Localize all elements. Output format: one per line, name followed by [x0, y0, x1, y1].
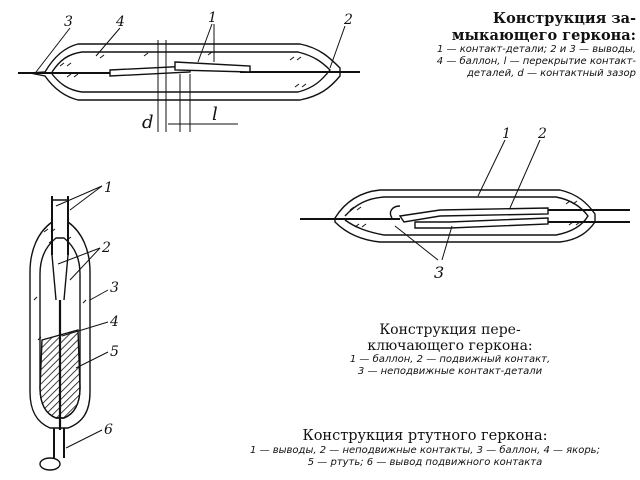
figure-1-labels: 1 2 3 4 d l [64, 10, 353, 133]
figure-2-labels: 1 2 3 [434, 126, 547, 282]
fig3-label-5: 5 [110, 344, 119, 360]
fig3-fixed-contacts [51, 254, 69, 301]
figure-2-caption-title-line: ключающего геркона: [367, 338, 533, 354]
figure-2-caption-line: 1 — баллон, 2 — подвижный контакт, [349, 354, 551, 365]
fig3-glass-speckles [33, 228, 87, 341]
fig3-leader-2b [69, 247, 101, 281]
fig3-label-4: 4 [109, 314, 119, 330]
fig3-terminal-ball [39, 457, 61, 471]
fig3-leader-1b [69, 185, 103, 211]
fig2-leader-3b [441, 225, 453, 261]
fig1-label-l: l [212, 104, 218, 125]
fig3-label-3: 3 [110, 280, 119, 296]
fig2-leader-2 [509, 139, 541, 209]
fig1-leader-3 [35, 27, 71, 73]
figure-3-caption: Конструкция ртутного геркона: 1 — выводы… [210, 428, 640, 469]
fig3-glass-envelope [29, 199, 91, 429]
fig1-envelope-inner [51, 51, 331, 93]
figure-1-caption: Конструкция за- мыкающего геркона: 1 — к… [400, 10, 636, 80]
figure-1-caption-title-line: Конструкция за- [492, 10, 636, 27]
figure-2-caption-title-line: Конструкция пере- [379, 322, 521, 338]
figure-3-labels: 1 2 3 4 5 6 [101, 180, 119, 438]
fig2-label-1: 1 [502, 126, 511, 142]
figure-3-caption-line: 5 — ртуть; 6 — вывод подвижного контакта [307, 457, 543, 468]
figure-1-caption-line: деталей, d — контактный зазор [467, 68, 636, 79]
fig1-label-1: 1 [208, 10, 217, 26]
fig2-leader-3a [394, 225, 439, 261]
fig3-leader-5 [75, 351, 109, 369]
fig1-label-4: 4 [115, 14, 125, 30]
fig2-label-3: 3 [434, 263, 444, 282]
fig1-label-2: 2 [343, 12, 353, 28]
fig3-leader-4 [61, 321, 109, 337]
figure-3-caption-line: 1 — выводы, 2 — неподвижные контакты, 3 … [250, 445, 600, 456]
fig2-hook [389, 205, 401, 219]
figure-2-changeover-reed-switch [300, 139, 630, 261]
fig2-leader-1 [477, 139, 506, 197]
figure-1-closing-reed-switch [18, 23, 360, 132]
fig3-label-1: 1 [104, 180, 113, 196]
figure-3-mercury-reed-switch [29, 185, 109, 471]
fig3-label-6: 6 [104, 422, 113, 438]
fig3-label-2: 2 [101, 240, 111, 256]
figure-3-caption-title-line: Конструкция ртутного геркона: [302, 428, 548, 444]
fig3-mercury [39, 329, 81, 419]
figure-1-caption-title-line: мыкающего геркона: [451, 27, 636, 44]
figure-2-caption-line: 3 — неподвижные контакт-детали [357, 366, 543, 377]
fig1-label-d: d [142, 112, 154, 133]
fig2-envelope-inner [344, 196, 589, 236]
fig3-leader-1a [55, 185, 103, 207]
fig2-moving-contact [398, 207, 549, 223]
fig3-leader-2a [57, 247, 101, 265]
fig1-contact-blade-left [109, 65, 191, 77]
figure-2-caption: Конструкция пере- ключающего геркона: 1 … [300, 322, 600, 378]
fig3-leader-6 [65, 429, 103, 449]
fig2-glass-speckles [349, 200, 581, 228]
fig2-fixed-contact-a [414, 217, 549, 229]
fig3-leader-3 [89, 289, 109, 301]
figure-1-caption-line: 4 — баллон, l — перекрытие контакт- [436, 56, 636, 67]
fig1-leader-4 [95, 27, 121, 57]
figure-1-caption-line: 1 — контакт-детали; 2 и 3 — выводы, [436, 44, 636, 55]
fig1-label-3: 3 [64, 14, 73, 30]
fig2-label-2: 2 [537, 126, 547, 142]
fig1-leader-2 [329, 25, 346, 69]
fig1-glass-speckles [59, 51, 307, 88]
fig1-leader-1a [197, 23, 213, 63]
fig1-contact-blade-right [174, 61, 251, 73]
